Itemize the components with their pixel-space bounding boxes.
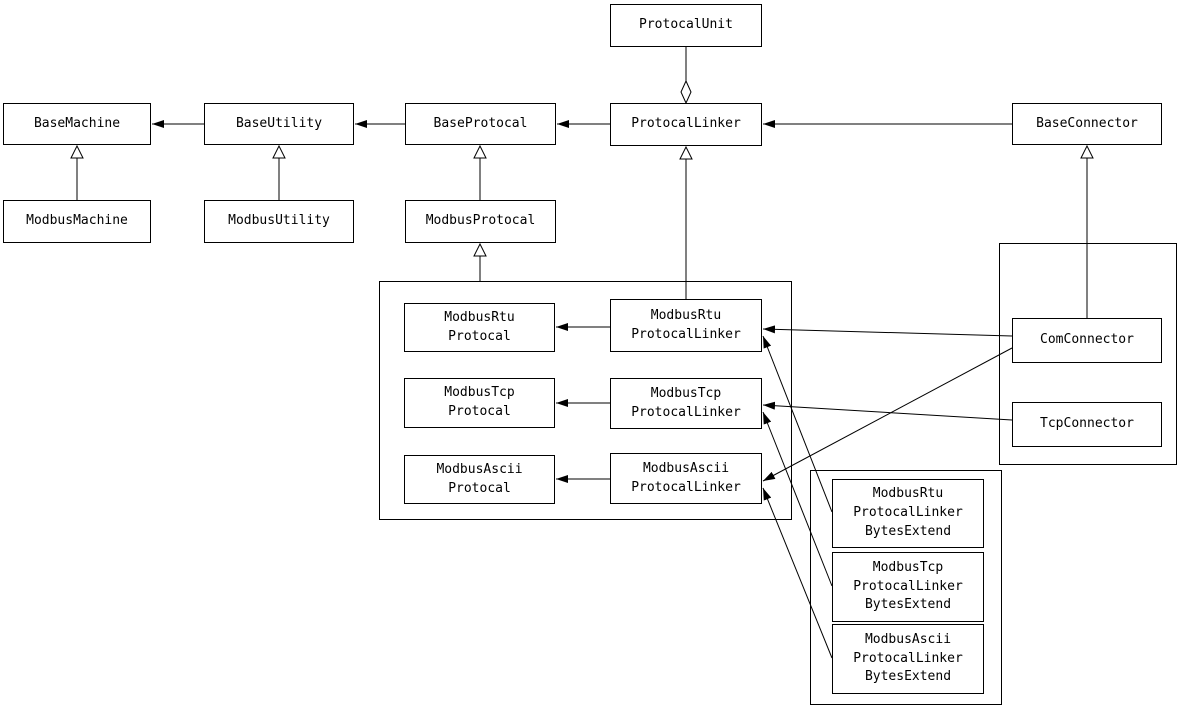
edge-tcpextend-tcplinker [762, 411, 833, 587]
node-modbus-protocal: ModbusProtocal [405, 200, 556, 243]
node-com-connector: ComConnector [1012, 318, 1162, 363]
node-base-machine: BaseMachine [3, 103, 151, 145]
node-base-connector: BaseConnector [1012, 103, 1162, 145]
group-bytes-extend [810, 470, 1002, 705]
edge-comconnector-rtulinker [762, 325, 1013, 337]
node-modbus-machine: ModbusMachine [3, 200, 151, 243]
inherit-tri-basemachine [70, 144, 84, 159]
node-base-utility: BaseUtility [204, 103, 354, 145]
node-protocal-unit: ProtocalUnit [610, 4, 762, 47]
node-base-protocal: BaseProtocal [405, 103, 556, 145]
group-modbus-protocal-family [379, 281, 792, 520]
edge-asciiextend-asciilinker [762, 487, 833, 659]
node-protocal-linker: ProtocalLinker [610, 103, 762, 146]
aggregation-diamond [680, 79, 692, 105]
edge-rtuextend-rtulinker [762, 335, 833, 513]
node-modbus-ascii-protocal: ModbusAscii Protocal [404, 455, 555, 504]
edge-tcpconnector-tcplinker [762, 401, 1013, 421]
node-modbus-utility: ModbusUtility [204, 200, 354, 243]
node-modbus-rtu-protocal: ModbusRtu Protocal [404, 303, 555, 352]
node-modbus-ascii-protocal-linker-bytes-extend: ModbusAscii ProtocalLinker BytesExtend [832, 624, 984, 694]
node-modbus-tcp-protocal: ModbusTcp Protocal [404, 378, 555, 428]
group-connectors [999, 243, 1177, 465]
edge-comconnector-asciilinker [762, 347, 1013, 482]
node-modbus-tcp-protocal-linker-bytes-extend: ModbusTcp ProtocalLinker BytesExtend [832, 552, 984, 622]
inherit-tri-modbusprotocal [473, 242, 487, 257]
inherit-tri-baseutility [272, 144, 286, 159]
node-modbus-rtu-protocal-linker-bytes-extend: ModbusRtu ProtocalLinker BytesExtend [832, 479, 984, 548]
node-modbus-rtu-protocal-linker: ModbusRtu ProtocalLinker [610, 299, 762, 352]
inherit-tri-baseconnector [1080, 144, 1094, 159]
inherit-tri-protocallinker [679, 145, 693, 160]
node-modbus-ascii-protocal-linker: ModbusAscii ProtocalLinker [610, 453, 762, 504]
node-modbus-tcp-protocal-linker: ModbusTcp ProtocalLinker [610, 378, 762, 429]
node-tcp-connector: TcpConnector [1012, 402, 1162, 447]
inherit-tri-baseprotocal [473, 144, 487, 159]
